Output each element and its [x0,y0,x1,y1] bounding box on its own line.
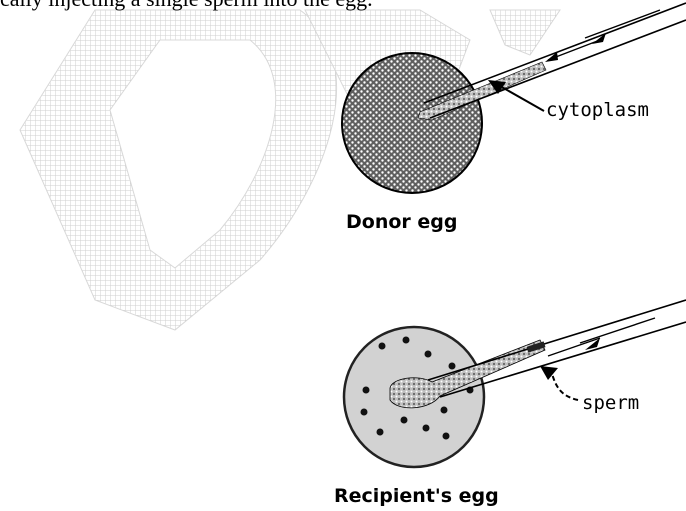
sperm-label: sperm [582,392,639,414]
donor-egg [342,53,482,193]
recipient-pipette-wall-lower [440,322,686,397]
donor-egg-label: Donor egg [346,211,457,233]
donor-pipette-wall-upper [424,3,686,103]
recipient-egg-group [344,300,686,467]
donor-egg-group [342,3,686,193]
cytoplasm-pointer [500,86,544,111]
cytoplasm-label: cytoplasm [546,99,649,121]
recipient-egg-label: Recipient's egg [334,485,499,507]
sperm-pointer [552,374,578,400]
